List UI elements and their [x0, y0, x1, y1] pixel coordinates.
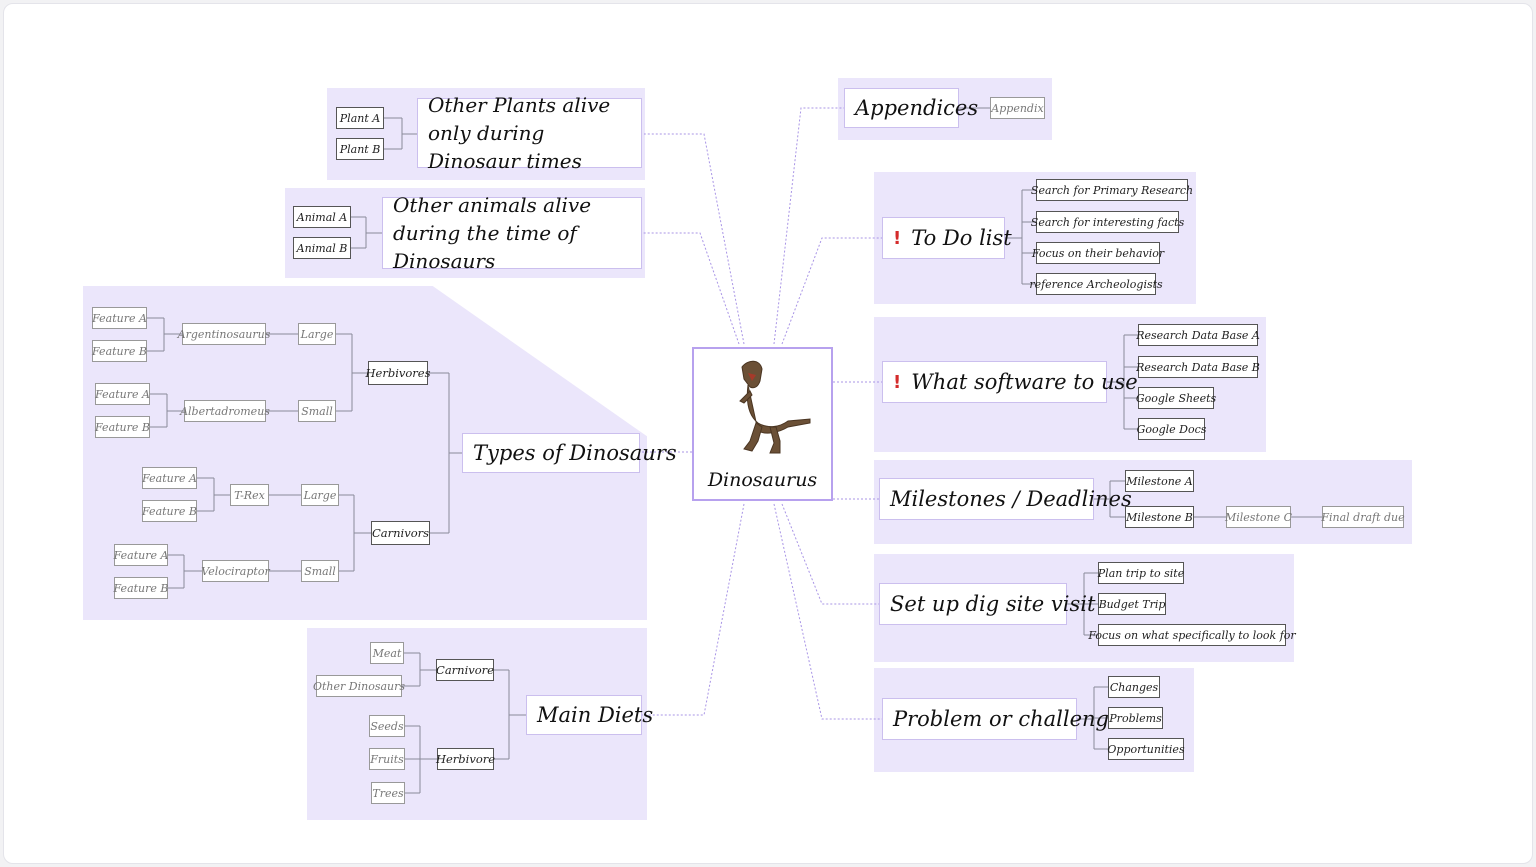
- diet-herbivore-node[interactable]: Herbivore: [436, 748, 495, 770]
- argentinosaurus-feature-b[interactable]: Feature B: [92, 340, 147, 362]
- herbivore-large-node[interactable]: Large: [298, 323, 336, 345]
- other-dinosaurs-node[interactable]: Other Dinosaurs: [313, 675, 405, 697]
- topic-types-of-dinosaurs[interactable]: Types of Dinosaurs: [462, 433, 677, 473]
- t-rex-feature-b[interactable]: Feature B: [142, 500, 197, 522]
- milestone-c-node[interactable]: Milestone C: [1225, 506, 1292, 528]
- argentinosaurus-feature-a[interactable]: Feature A: [92, 307, 147, 329]
- t-rex-node[interactable]: T-Rex: [230, 484, 269, 506]
- todo-item-interesting-facts[interactable]: Search for interesting facts: [1031, 211, 1184, 233]
- albertadromeus-node[interactable]: Albertadromeus: [180, 400, 270, 422]
- t-rex-icon: [739, 360, 811, 454]
- topic-other-animals[interactable]: Other animals alive during the time of D…: [382, 193, 642, 273]
- albertadromeus-feature-b[interactable]: Feature B: [95, 416, 150, 438]
- central-topic[interactable]: Dinosaurus: [692, 347, 833, 501]
- fruits-node[interactable]: Fruits: [369, 748, 405, 770]
- topic-software[interactable]: ! What software to use: [882, 361, 1138, 403]
- plant-a-node[interactable]: Plant A: [336, 107, 384, 129]
- software-research-db-b[interactable]: Research Data Base B: [1136, 356, 1260, 378]
- priority-flag-icon: !: [893, 227, 902, 249]
- milestone-a-node[interactable]: Milestone A: [1125, 470, 1194, 492]
- herbivores-node[interactable]: Herbivores: [366, 361, 431, 385]
- todo-item-archeologists[interactable]: reference Archeologists: [1029, 273, 1163, 295]
- topic-milestones[interactable]: Milestones / Deadlines: [879, 478, 1132, 520]
- problem-problems[interactable]: Problems: [1108, 707, 1163, 729]
- velociraptor-feature-a[interactable]: Feature A: [114, 544, 168, 566]
- velociraptor-feature-b[interactable]: Feature B: [114, 577, 168, 599]
- software-research-db-a[interactable]: Research Data Base A: [1136, 324, 1260, 346]
- trees-node[interactable]: Trees: [371, 782, 405, 804]
- plant-b-node[interactable]: Plant B: [336, 138, 384, 160]
- software-google-docs[interactable]: Google Docs: [1137, 418, 1206, 440]
- problem-changes[interactable]: Changes: [1108, 676, 1160, 698]
- priority-flag-icon: !: [893, 371, 902, 393]
- todo-item-primary-research[interactable]: Search for Primary Research: [1031, 179, 1193, 201]
- albertadromeus-feature-a[interactable]: Feature A: [95, 383, 150, 405]
- animal-b-node[interactable]: Animal B: [293, 237, 351, 259]
- dig-site-plan-trip[interactable]: Plan trip to site: [1098, 562, 1184, 584]
- milestone-b-node[interactable]: Milestone B: [1125, 506, 1194, 528]
- appendix-node[interactable]: Appendix: [990, 97, 1045, 119]
- topic-other-plants[interactable]: Other Plants alive only during Dinosaur …: [417, 93, 642, 173]
- software-google-sheets[interactable]: Google Sheets: [1136, 387, 1216, 409]
- software-label: What software to use: [911, 370, 1138, 394]
- topic-main-diets[interactable]: Main Diets: [526, 695, 653, 735]
- dig-site-focus[interactable]: Focus on what specifically to look for: [1088, 624, 1296, 646]
- velociraptor-node[interactable]: Velociraptor: [201, 560, 270, 582]
- dig-site-budget[interactable]: Budget Trip: [1098, 593, 1166, 615]
- t-rex-feature-a[interactable]: Feature A: [142, 467, 197, 489]
- to-do-list-label: To Do list: [911, 226, 1012, 250]
- animal-a-node[interactable]: Animal A: [293, 206, 351, 228]
- carnivors-node[interactable]: Carnivors: [371, 521, 430, 545]
- meat-node[interactable]: Meat: [370, 642, 404, 664]
- topic-appendices[interactable]: Appendices: [844, 88, 978, 128]
- topic-problem[interactable]: Problem or challenge: [882, 698, 1121, 740]
- diet-carnivore-node[interactable]: Carnivore: [436, 659, 494, 681]
- carnivore-large-node[interactable]: Large: [301, 484, 339, 506]
- seeds-node[interactable]: Seeds: [369, 715, 405, 737]
- problem-opportunities[interactable]: Opportunities: [1107, 738, 1185, 760]
- argentinosaurus-node[interactable]: Argentinosaurus: [178, 323, 270, 345]
- final-draft-node[interactable]: Final draft due: [1321, 506, 1405, 528]
- todo-item-behavior[interactable]: Focus on their behavior: [1032, 242, 1164, 264]
- carnivore-small-node[interactable]: Small: [301, 560, 339, 582]
- connector-lines: [147, 107, 1322, 794]
- mind-map-canvas: Dinosaurus Other Plants alive only durin…: [3, 3, 1533, 864]
- herbivore-small-node[interactable]: Small: [298, 400, 336, 422]
- topic-dig-site[interactable]: Set up dig site visit: [879, 583, 1095, 625]
- central-topic-label: Dinosaurus: [707, 469, 818, 491]
- topic-to-do-list[interactable]: ! To Do list: [882, 217, 1012, 259]
